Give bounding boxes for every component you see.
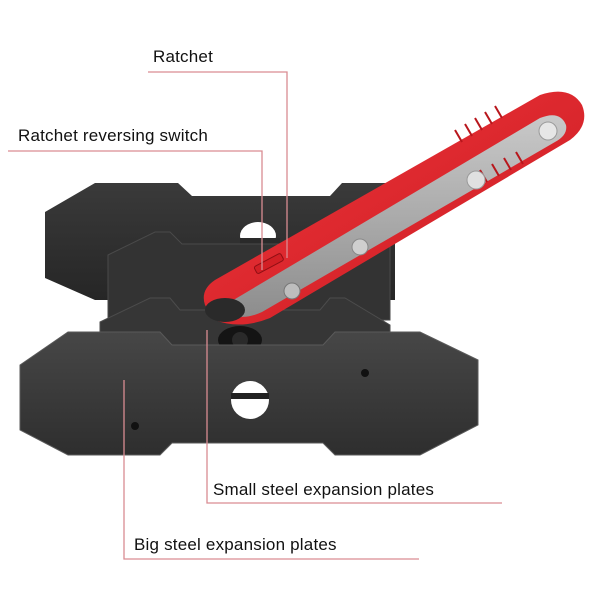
ratchet-head	[205, 298, 245, 322]
rivet	[538, 121, 558, 141]
rivet	[351, 238, 369, 256]
label-ratchet: Ratchet	[153, 47, 213, 66]
rivet	[283, 282, 301, 300]
rivet	[466, 170, 486, 190]
front-big-plate	[19, 331, 479, 456]
screw-hole	[361, 369, 369, 377]
center-hole	[231, 381, 269, 419]
screw-hole	[131, 422, 139, 430]
grip-ridges	[454, 105, 524, 183]
label-big-steel-expansion-plates: Big steel expansion plates	[134, 535, 337, 554]
label-ratchet-reversing-switch: Ratchet reversing switch	[18, 126, 208, 145]
ratchet-handle	[203, 91, 585, 325]
label-small-steel-expansion-plates: Small steel expansion plates	[213, 480, 435, 499]
